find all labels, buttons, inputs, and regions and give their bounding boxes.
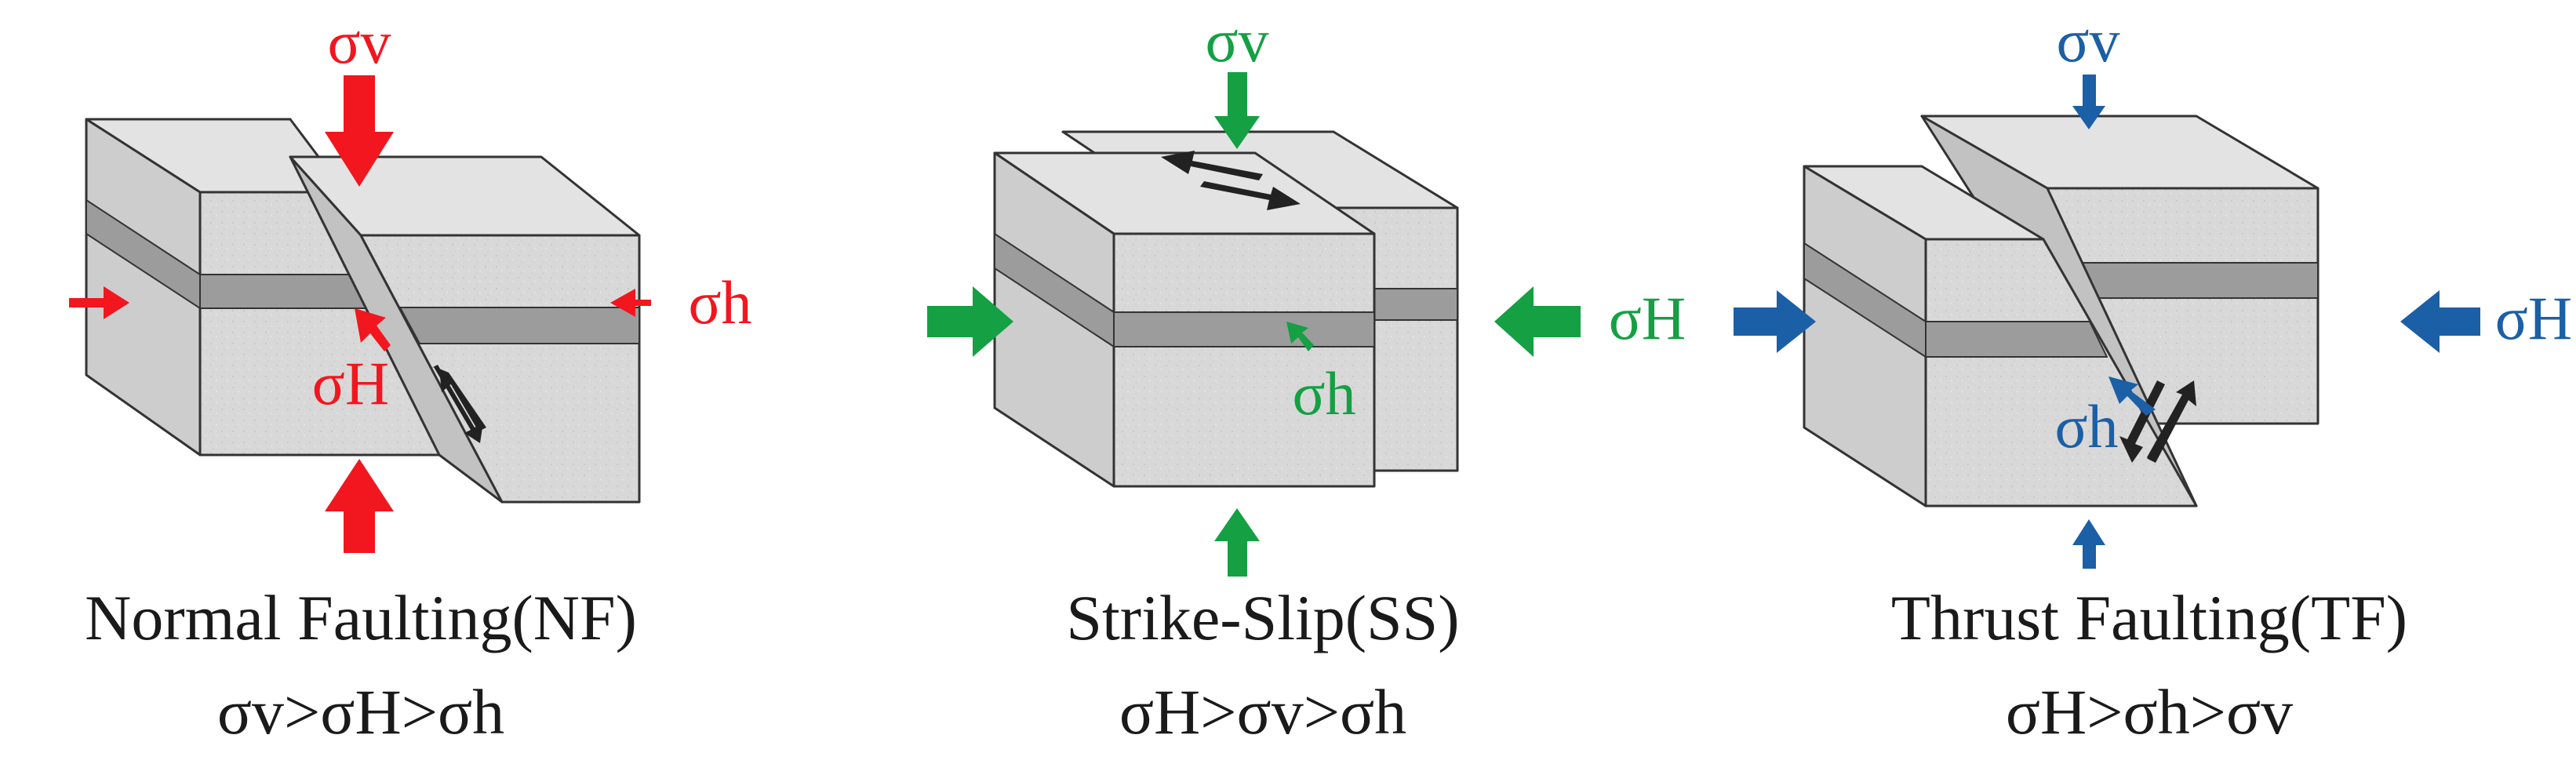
- ss-sv-arrow-bottom: [1214, 508, 1260, 577]
- strike-slip-relation: σH>σv>σh: [1119, 676, 1407, 748]
- ss-sh-label: σh: [1292, 359, 1355, 427]
- thrust-sv-arrow-bottom: [2072, 519, 2105, 569]
- stress-labels: σv σh σH σv σH σh σv σH σh: [312, 6, 2572, 460]
- strike-slip-panel: [927, 72, 1581, 577]
- thrust-sH-arrow-right: [2400, 290, 2480, 353]
- ss-back-layer-front: [1372, 288, 1458, 321]
- ss-slip-arrow-left: [1161, 151, 1263, 180]
- thrust-sH-label: σH: [2495, 284, 2572, 352]
- normal-fault-panel: [69, 75, 651, 553]
- thrust-slip-arrow-up: [2147, 380, 2196, 463]
- normal-right-layer-front: [399, 307, 640, 344]
- ss-sH-arrow-left: [927, 286, 1013, 357]
- ss-sv-label: σv: [1205, 6, 1268, 75]
- ss-stress-arrows: [927, 72, 1581, 577]
- thrust-sH-arrow-left: [1734, 290, 1816, 353]
- thrust-fault-title: Thrust Faulting(TF): [1890, 582, 2408, 653]
- ss-slip-arrows: [1161, 151, 1301, 210]
- ss-sH-arrow-right: [1494, 286, 1581, 357]
- normal-sh-arrow-left: [69, 286, 129, 319]
- normal-fault-block: [85, 118, 641, 504]
- thrust-fault-panel: [1734, 75, 2480, 569]
- thrust-slip-arrow-down: [2119, 380, 2165, 463]
- normal-fault-title: Normal Faulting(NF): [85, 582, 637, 653]
- normal-sH-arrow: [355, 308, 391, 351]
- ss-front-layer-front: [1113, 311, 1375, 347]
- thrust-sh-arrow: [2108, 377, 2156, 416]
- normal-slip-arrows: [430, 365, 486, 443]
- thrust-left-layer-front: [1925, 321, 2108, 358]
- strike-slip-block: [993, 130, 1459, 488]
- ss-sh-arrow: [1286, 322, 1314, 351]
- normal-sv-arrow-top: [325, 75, 394, 187]
- normal-slip-arrow-up: [439, 369, 486, 431]
- normal-sv-arrow-bottom: [325, 459, 394, 553]
- normal-sh-arrow-right: [610, 289, 651, 317]
- normal-sH-label: σH: [312, 349, 389, 417]
- normal-fault-relation: σv>σH>σh: [216, 676, 505, 748]
- normal-right-block-front: [359, 234, 641, 504]
- ss-sH-label: σH: [1609, 284, 1686, 352]
- normal-sh-label: σh: [688, 268, 751, 337]
- thrust-sv-label: σv: [2056, 6, 2119, 75]
- normal-sv-label: σv: [327, 8, 391, 76]
- thrust-sh-label: σh: [2054, 392, 2118, 460]
- thrust-stress-arrows: [1734, 75, 2480, 569]
- normal-stress-arrows: [69, 75, 651, 553]
- thrust-sv-arrow-top: [2072, 75, 2105, 129]
- thrust-fault-relation: σH>σh>σv: [2005, 676, 2294, 748]
- normal-slip-arrow-down: [430, 365, 483, 443]
- strike-slip-title: Strike-Slip(SS): [1066, 582, 1460, 653]
- thrust-slip-arrows: [2119, 380, 2196, 463]
- ss-slip-arrow-right: [1200, 181, 1301, 210]
- thrust-right-layer-front: [2070, 262, 2319, 299]
- ss-front-block-front: [1112, 232, 1376, 488]
- ss-sv-arrow-top: [1214, 72, 1260, 149]
